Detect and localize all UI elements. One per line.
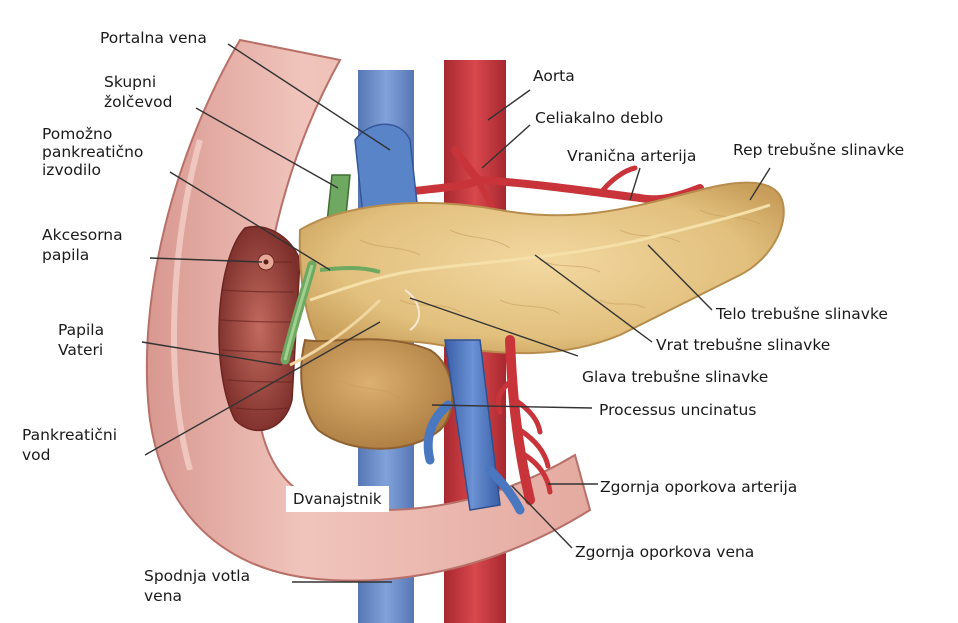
label-pomozno-izvodilo-line1: Pomožno [42, 125, 143, 143]
label-papila-vateri: Papila Vateri [58, 320, 104, 360]
leader-portalna-vena [228, 44, 390, 150]
label-dvanajstnik: Dvanajstnik [286, 486, 389, 512]
label-celiakalno-deblo: Celiakalno deblo [535, 108, 663, 128]
label-pankreaticni-vod: Pankreatični vod [22, 425, 117, 465]
label-spodnja-votla-vena-line1: Spodnja votla [144, 566, 250, 586]
label-zg-oporkova-arterija: Zgornja oporkova arterija [600, 477, 797, 497]
label-aorta: Aorta [533, 66, 575, 86]
leader-aorta [488, 90, 530, 120]
label-pomozno-izvodilo-line2: pankreatično [42, 143, 143, 161]
label-skupni-zolcevod: Skupni žolčevod [104, 72, 172, 112]
leader-papila-vateri [142, 342, 282, 365]
label-pomozno-izvodilo: Pomožno pankreatično izvodilo [42, 125, 143, 179]
label-spodnja-votla-vena-line2: vena [144, 586, 250, 606]
label-akcesorna-papila-line2: papila [42, 245, 123, 265]
leader-celiakalno-deblo [482, 125, 530, 168]
leader-pomozno-izvodilo [170, 172, 330, 270]
label-vranicna-arterija: Vranična arterija [567, 146, 696, 166]
label-spodnja-votla-vena: Spodnja votla vena [144, 566, 250, 606]
label-pankreaticni-vod-line2: vod [22, 445, 117, 465]
leader-skupni-zolcevod [196, 108, 338, 188]
leader-vrat [535, 255, 652, 342]
label-glava: Glava trebušne slinavke [582, 367, 768, 387]
label-pomozno-izvodilo-line3: izvodilo [42, 161, 143, 179]
label-papila-vateri-line2: Vateri [58, 340, 104, 360]
leader-pankreaticni-vod [145, 322, 380, 455]
leader-zg-vena [512, 486, 572, 548]
label-portalna-vena: Portalna vena [100, 28, 207, 48]
label-rep: Rep trebušne slinavke [733, 140, 904, 160]
label-pankreaticni-vod-line1: Pankreatični [22, 425, 117, 445]
label-processus-uncinatus: Processus uncinatus [599, 400, 756, 420]
label-akcesorna-papila-line1: Akcesorna [42, 225, 123, 245]
label-skupni-zolcevod-line2: žolčevod [104, 92, 172, 112]
label-telo: Telo trebušne slinavke [716, 304, 888, 324]
leader-processus [432, 405, 592, 408]
leader-glava [410, 298, 578, 356]
label-zg-oporkova-vena: Zgornja oporkova vena [575, 542, 754, 562]
label-vrat: Vrat trebušne slinavke [656, 335, 830, 355]
leader-akcesorna-papila [150, 258, 262, 262]
label-akcesorna-papila: Akcesorna papila [42, 225, 123, 265]
leader-telo [648, 245, 712, 310]
leader-vranicna-arterija [630, 168, 640, 200]
label-skupni-zolcevod-line1: Skupni [104, 72, 172, 92]
label-papila-vateri-line1: Papila [58, 320, 104, 340]
leader-rep [750, 168, 770, 200]
